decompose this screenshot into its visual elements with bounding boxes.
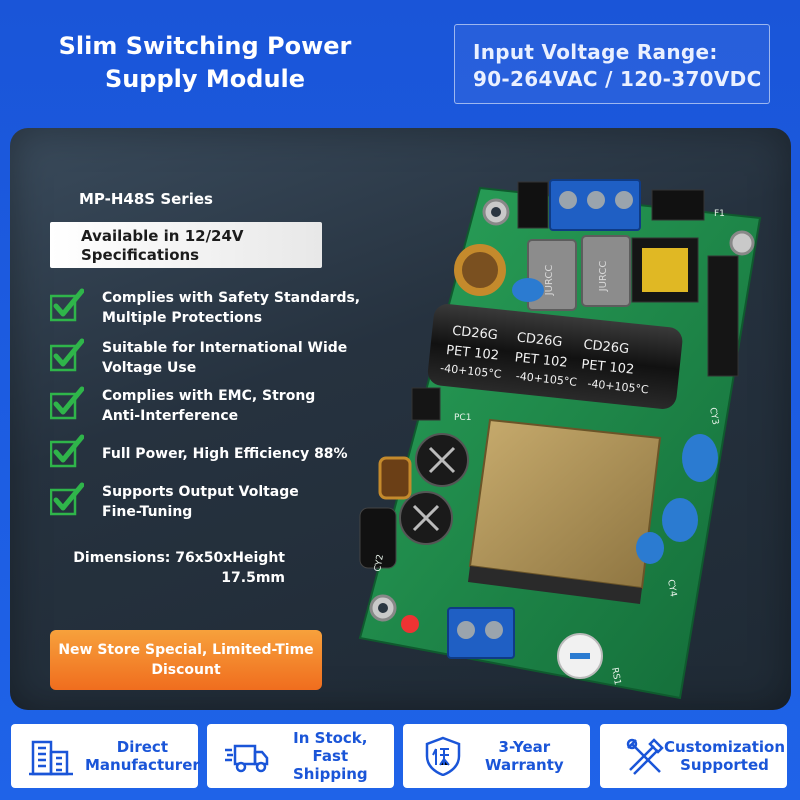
capacitor-label: CD26G: [516, 330, 563, 350]
pcb-label: CY4: [665, 579, 678, 598]
filter-label: JURCC: [598, 261, 609, 293]
promo-button[interactable]: New Store Special, Limited-Time Discount: [50, 630, 322, 690]
tools-icon: [626, 738, 664, 775]
capacitor-label: PET 102: [514, 350, 568, 370]
truck-icon: [225, 744, 269, 773]
feature-card-label: Customization Supported: [664, 738, 786, 774]
check-icon: [50, 386, 84, 420]
feature-card-manufacturer: Direct Manufacturer: [11, 724, 200, 788]
pcb-label: CY3: [707, 407, 720, 426]
capacitor-label: PET 102: [445, 343, 499, 363]
check-icon: [50, 338, 84, 372]
feature-text: Complies with EMC, Strong Anti-Interfere…: [102, 388, 316, 424]
product-panel: MP-H48S Series Available in 12/24V Speci…: [10, 128, 791, 710]
feature-item: Suitable for International Wide Voltage …: [50, 336, 370, 376]
warranty-shield-icon: [425, 736, 461, 776]
dimensions-label: Dimensions: 76x50xHeight 17.5mm: [73, 550, 285, 586]
power-supply-board-image: JURCC JURCC CD26G CD26G CD26G PET 102 PE…: [358, 179, 762, 700]
feature-item: Full Power, High Efficiency 88%: [50, 432, 370, 472]
capacitor-label: CD26G: [583, 337, 630, 357]
pcb-label: F1: [714, 209, 725, 219]
main-transformer: [468, 418, 662, 590]
pcb-label: CY2: [373, 554, 386, 573]
feature-card-label: 3-Year Warranty: [485, 738, 564, 774]
feature-card-customization: Customization Supported: [600, 724, 787, 788]
feature-card-label: In Stock, Fast Shipping: [293, 729, 368, 783]
building-icon: [29, 740, 73, 776]
check-icon: [50, 482, 84, 516]
feature-text: Supports Output Voltage Fine-Tuning: [102, 484, 299, 520]
series-label: MP-H48S Series: [79, 190, 213, 208]
input-voltage-box: Input Voltage Range: 90-264VAC / 120-370…: [454, 24, 770, 104]
capacitor-label: PET 102: [581, 357, 635, 377]
filter-label: JURCC: [544, 265, 555, 297]
pcb-label: PC1: [454, 413, 471, 423]
capacitor-label: -40+105°C: [440, 362, 503, 381]
check-icon: [50, 288, 84, 322]
feature-card-label: Direct Manufacturer: [85, 738, 200, 774]
page-title: Slim Switching Power Supply Module: [58, 32, 352, 93]
capacitor-label: -40+105°C: [587, 377, 650, 396]
capacitor-label: CD26G: [451, 324, 498, 344]
feature-text: Suitable for International Wide Voltage …: [102, 340, 348, 376]
feature-item: Complies with EMC, Strong Anti-Interfere…: [50, 384, 370, 424]
feature-text: Full Power, High Efficiency 88%: [102, 446, 348, 462]
feature-item: Complies with Safety Standards, Multiple…: [50, 286, 370, 326]
feature-item: Supports Output Voltage Fine-Tuning: [50, 480, 370, 520]
availability-banner: Available in 12/24V Specifications: [50, 222, 322, 268]
feature-card-shipping: In Stock, Fast Shipping: [207, 724, 394, 788]
feature-card-warranty: 3-Year Warranty: [403, 724, 590, 788]
capacitor-label: -40+105°C: [515, 370, 578, 389]
feature-text: Complies with Safety Standards, Multiple…: [102, 290, 361, 326]
check-icon: [50, 434, 84, 468]
pcb-label: RS1: [609, 667, 622, 686]
